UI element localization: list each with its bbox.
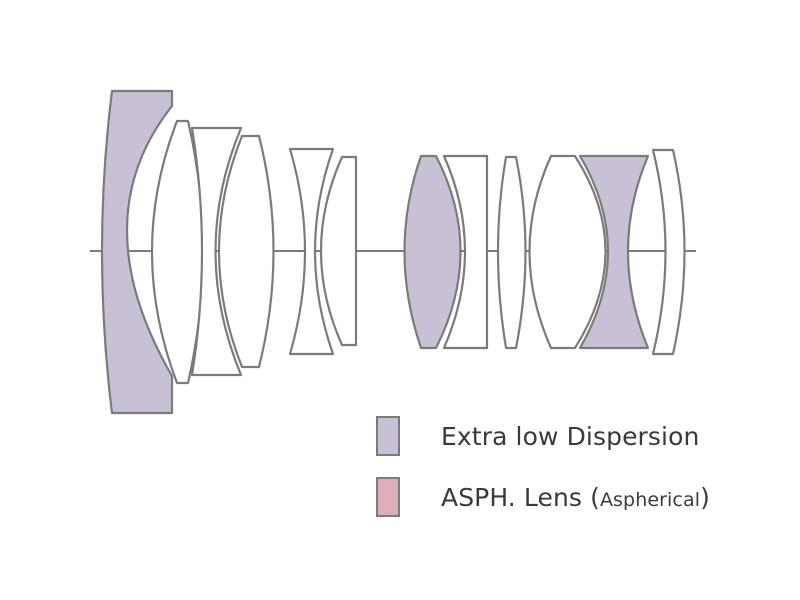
asph-label-main: ASPH. Lens <box>441 482 583 512</box>
lens-element-12 <box>651 148 686 356</box>
ed-legend-label: Extra low Dispersion <box>441 421 700 451</box>
asph-label-note: Aspherical <box>599 488 701 511</box>
lens-element-10 <box>528 154 607 350</box>
lens-element-1 <box>100 89 174 415</box>
lens-element-3 <box>190 126 243 377</box>
lens-element-7 <box>403 154 462 350</box>
lens-element-11 <box>578 154 650 350</box>
lens-element-5 <box>288 147 335 356</box>
legend-item-ed: Extra low Dispersion <box>376 414 699 458</box>
lens-element-6 <box>319 155 358 347</box>
asph-label-open: ( <box>590 482 600 512</box>
asph-legend-label: ASPH. Lens (Aspherical) <box>441 483 710 512</box>
lens-element-8 <box>442 154 489 350</box>
lens-element-9 <box>496 155 527 350</box>
asph-label-close: ) <box>700 482 710 512</box>
legend-item-asph: ASPH. Lens (Aspherical) <box>376 475 710 519</box>
ed-swatch <box>376 416 400 456</box>
lens-element-4 <box>217 134 275 369</box>
asph-swatch <box>376 477 400 517</box>
